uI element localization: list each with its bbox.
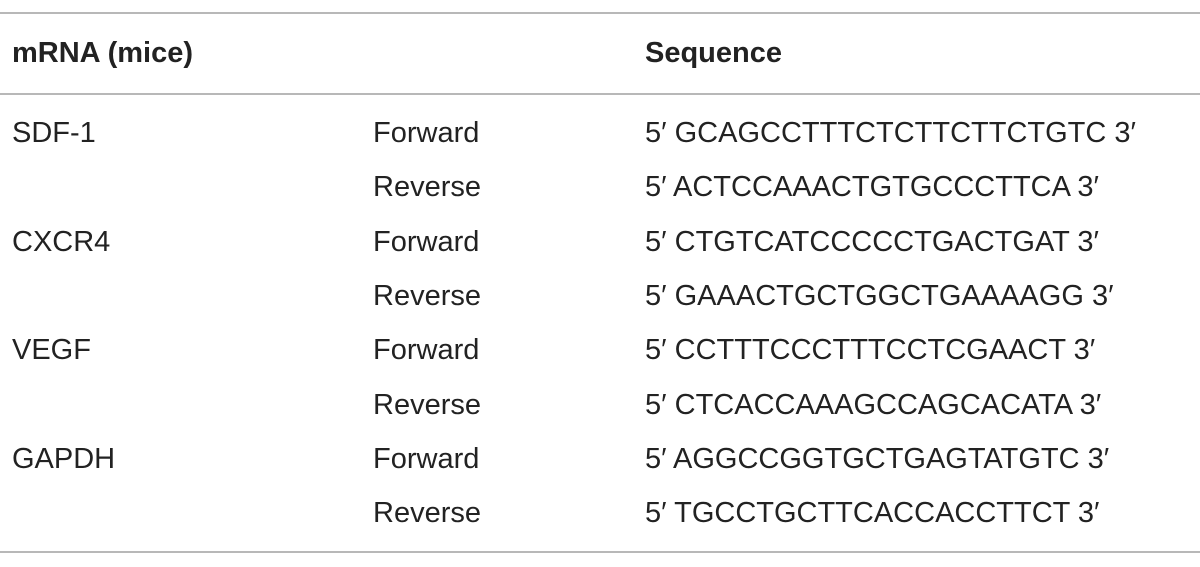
direction-cell: Forward <box>373 443 480 475</box>
sequence-cell: 5′ AGGCCGGTGCTGAGTATGTC 3′ <box>645 443 1110 475</box>
direction-cell: Forward <box>373 117 480 149</box>
sequence-cell: 5′ CTGTCATCCCCCTGACTGAT 3′ <box>645 226 1099 258</box>
table-bottom-rule <box>0 551 1200 553</box>
direction-cell: Reverse <box>373 389 481 421</box>
direction-cell: Reverse <box>373 280 481 312</box>
direction-cell: Reverse <box>373 497 481 529</box>
table-header-rule <box>0 93 1200 95</box>
direction-cell: Forward <box>373 226 480 258</box>
sequence-cell: 5′ CTCACCAAAGCCAGCACATA 3′ <box>645 389 1102 421</box>
sequence-cell: 5′ CCTTTCCCTTTCCTCGAACT 3′ <box>645 334 1096 366</box>
gene-cell: SDF-1 <box>12 117 96 149</box>
sequence-cell: 5′ GAAACTGCTGGCTGAAAAGG 3′ <box>645 280 1114 312</box>
direction-cell: Reverse <box>373 171 481 203</box>
gene-cell: GAPDH <box>12 443 116 475</box>
header-sequence: Sequence <box>645 37 782 69</box>
gene-cell: CXCR4 <box>12 226 111 258</box>
direction-cell: Forward <box>373 334 480 366</box>
header-mrna: mRNA (mice) <box>12 37 194 69</box>
sequence-cell: 5′ ACTCCAAACTGTGCCCTTCA 3′ <box>645 171 1099 203</box>
gene-cell: VEGF <box>12 334 91 366</box>
table-top-rule <box>0 12 1200 14</box>
sequence-cell: 5′ GCAGCCTTTCTCTTCTTCTGTC 3′ <box>645 117 1136 149</box>
sequence-cell: 5′ TGCCTGCTTCACCACCTTCT 3′ <box>645 497 1100 529</box>
